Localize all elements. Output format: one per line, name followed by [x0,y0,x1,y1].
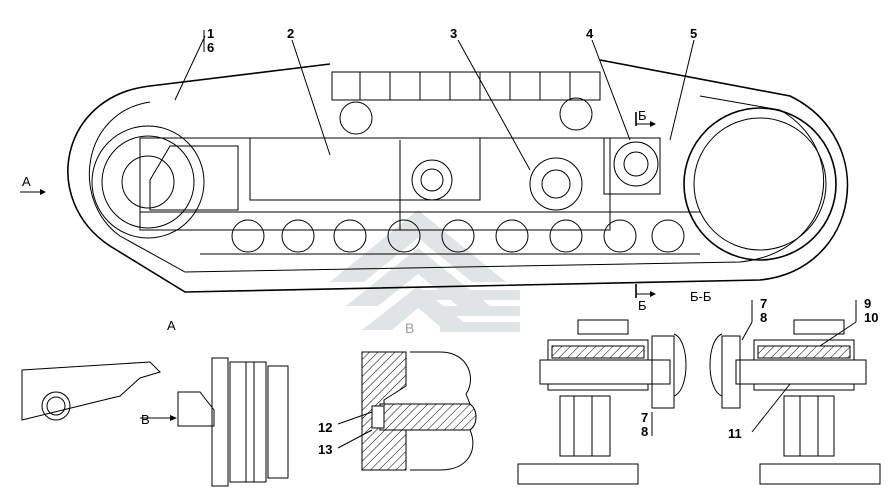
view-b [337,351,477,471]
callout-7-top: 7 [760,296,767,311]
callout-3: 3 [450,26,457,41]
callout-8-top: 8 [760,310,767,325]
main-side-view [20,30,849,298]
view-a-title: А [167,318,176,333]
callout-6: 6 [207,40,214,55]
callout-2: 2 [287,26,294,41]
callout-4: 4 [586,26,594,41]
callout-5: 5 [690,26,697,41]
section-b-b [517,300,881,485]
callout-7-bottom: 7 [641,410,648,425]
lower-track-rollers [231,219,685,253]
view-a [21,357,289,487]
cut-bottom-label: Б [638,298,647,313]
cut-top-label: Б [638,108,647,123]
watermark-logo [330,210,520,332]
upper-track-links [331,71,601,101]
callout-12: 12 [318,420,332,435]
callout-13: 13 [318,442,332,457]
callout-9: 9 [864,296,871,311]
callout-1: 1 [207,26,214,41]
arrow-b-label: В [141,412,150,427]
arrow-a-label: А [22,174,31,189]
callout-8-bottom: 8 [641,424,648,439]
view-b-title: В [405,320,414,336]
callout-11: 11 [728,426,742,441]
section-title: Б-Б [690,289,711,304]
callout-10: 10 [864,310,878,325]
